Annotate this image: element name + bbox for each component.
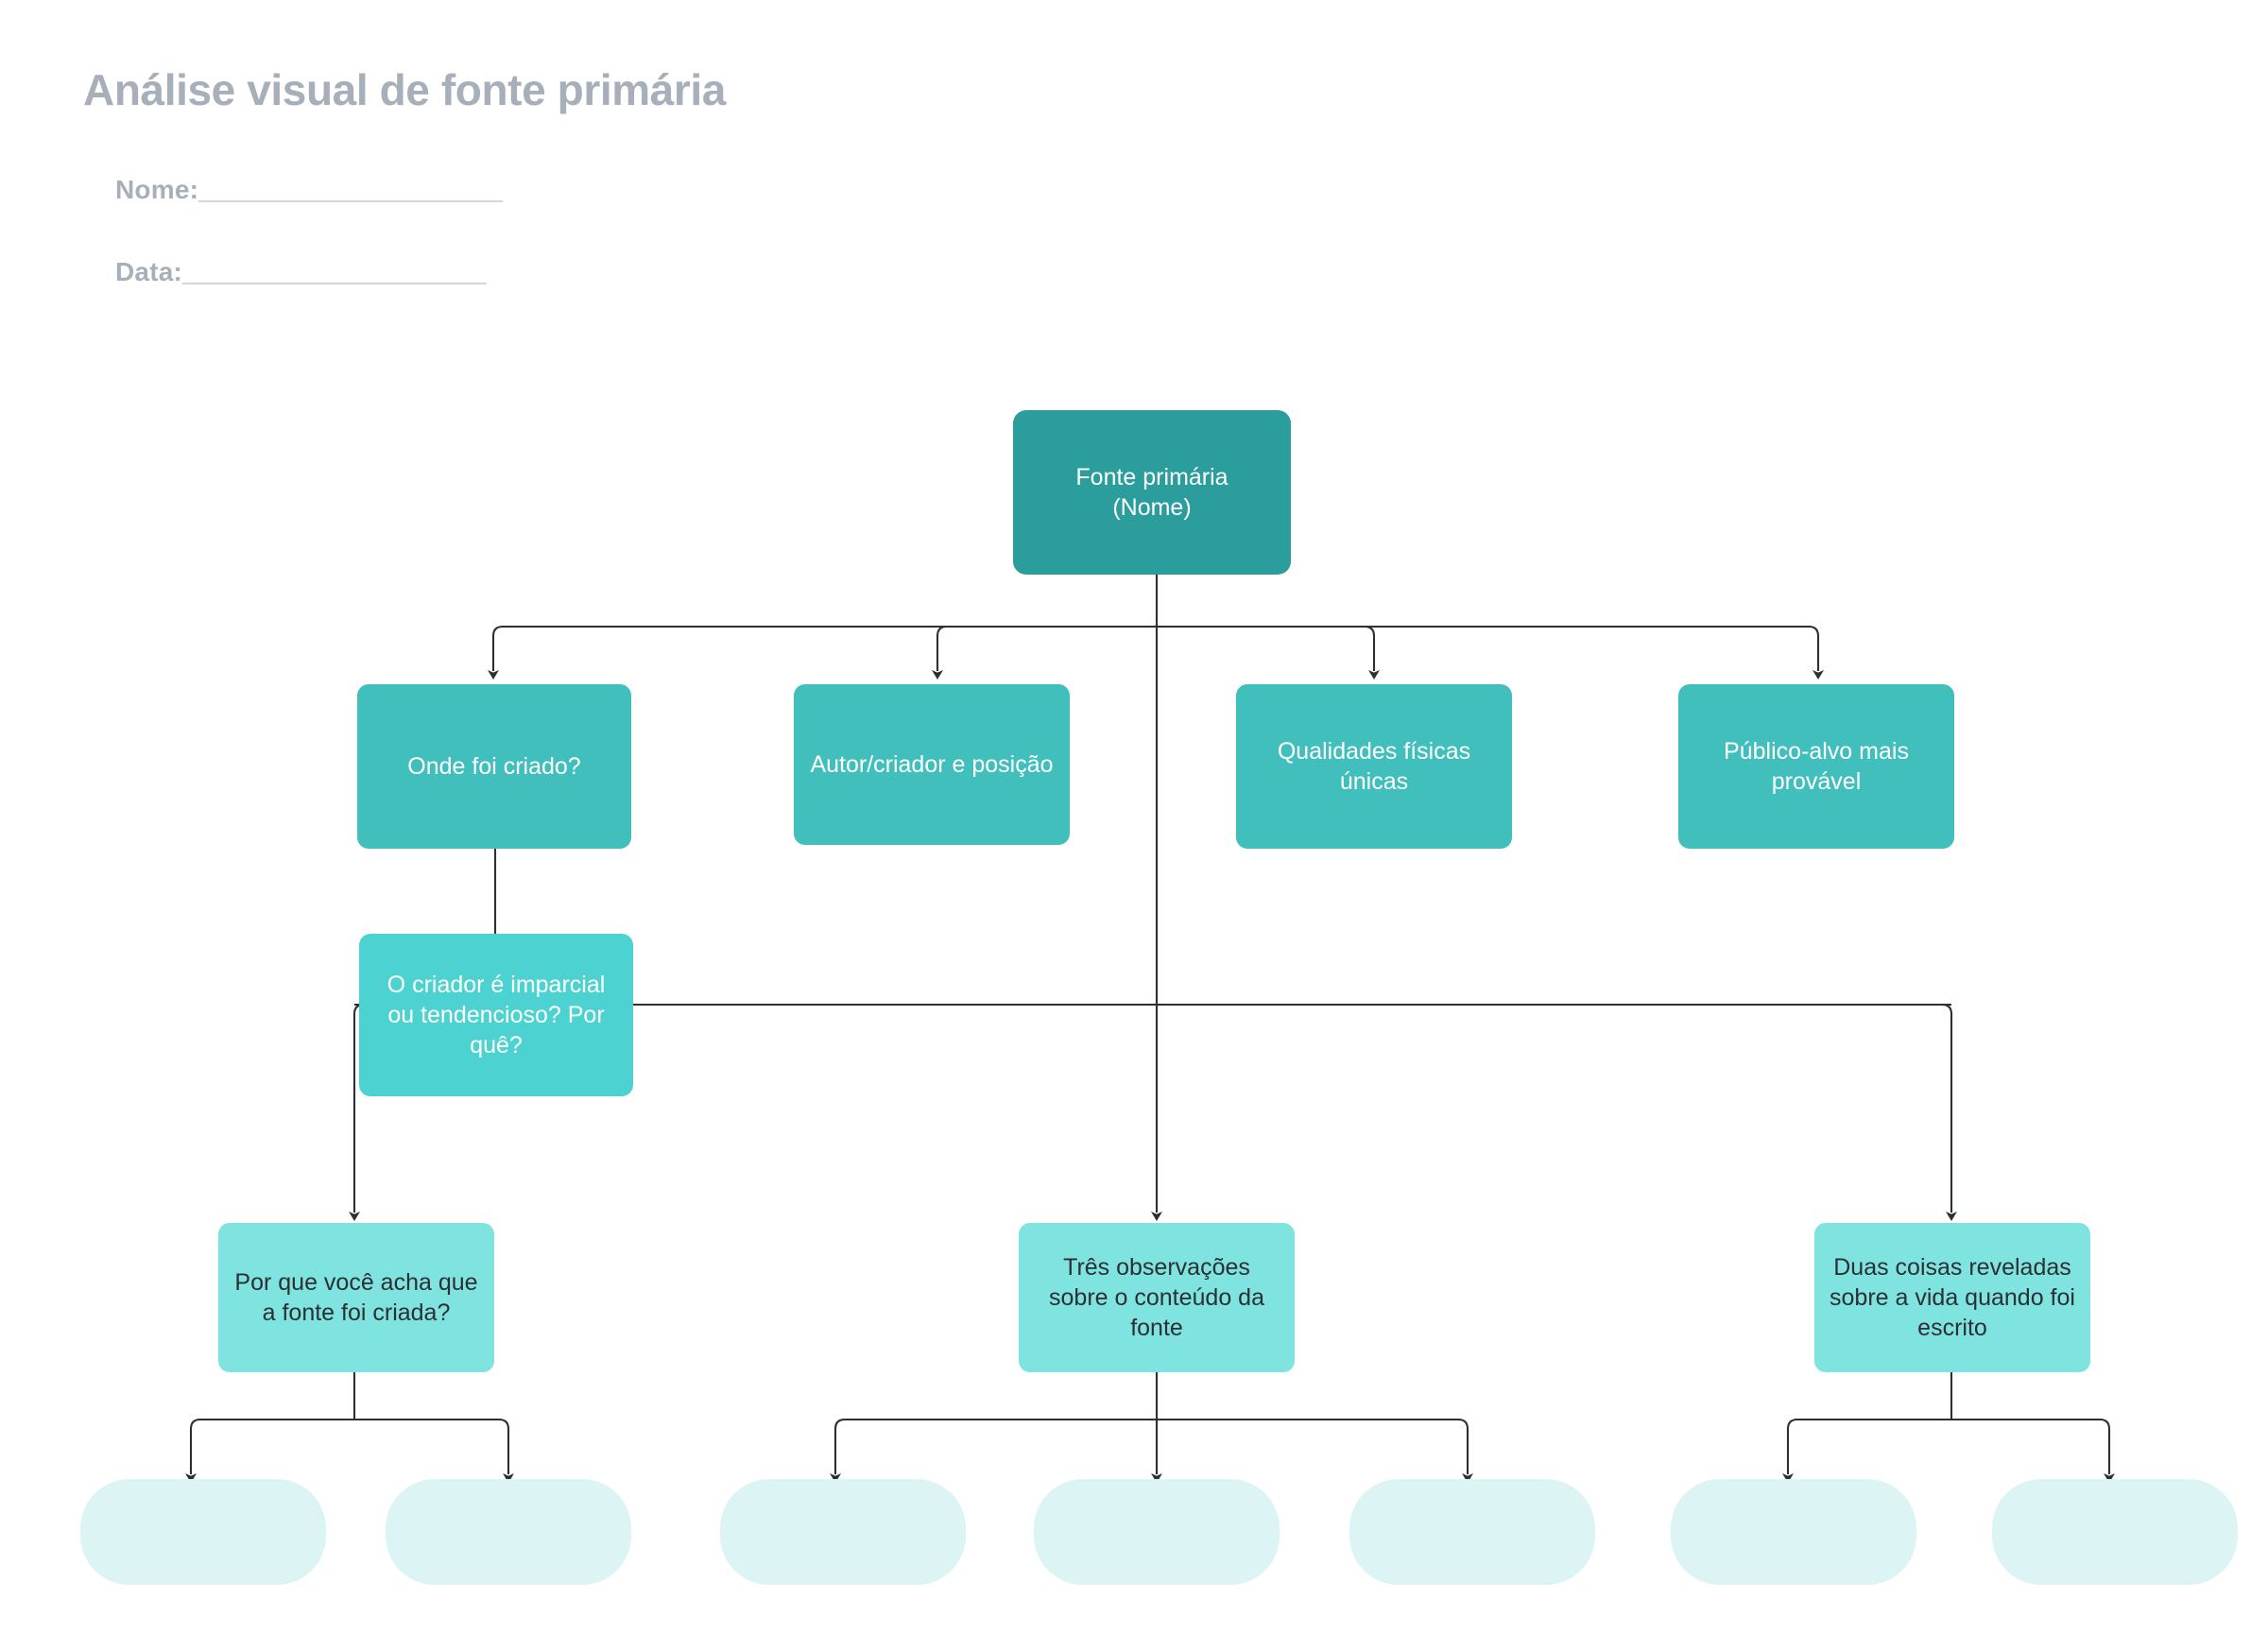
node-publico-alvo-label: Público-alvo mais provável <box>1724 738 1909 795</box>
node-qualidades-fisicas-label: Qualidades físicas únicas <box>1277 738 1471 795</box>
field-nome: Nome:______________________ <box>115 175 503 205</box>
node-blank-4[interactable] <box>1034 1479 1280 1585</box>
node-publico-alvo[interactable]: Público-alvo mais provável <box>1678 684 1954 849</box>
node-criador-imparcial[interactable]: O criador é imparcial ou tendencioso? Po… <box>359 934 633 1096</box>
node-onde-foi-criado[interactable]: Onde foi criado? <box>357 684 631 849</box>
node-criador-imparcial-label: O criador é imparcial ou tendencioso? Po… <box>387 972 606 1058</box>
node-blank-6[interactable] <box>1671 1479 1916 1585</box>
field-nome-rule[interactable]: ______________________ <box>198 175 503 204</box>
node-fonte-primaria-label: Fonte primária (Nome) <box>1075 464 1228 521</box>
field-data-label: Data: <box>115 257 183 286</box>
node-blank-2[interactable] <box>386 1479 631 1585</box>
node-blank-1[interactable] <box>80 1479 326 1585</box>
node-onde-foi-criado-label: Onde foi criado? <box>407 753 581 780</box>
node-tres-observacoes-label: Três observações sobre o conteúdo da fon… <box>1049 1254 1264 1341</box>
field-nome-label: Nome: <box>115 175 199 204</box>
node-blank-7[interactable] <box>1992 1479 2238 1585</box>
node-qualidades-fisicas[interactable]: Qualidades físicas únicas <box>1236 684 1512 849</box>
node-autor-criador-label: Autor/criador e posição <box>810 751 1054 778</box>
node-blank-3[interactable] <box>720 1479 966 1585</box>
node-blank-5[interactable] <box>1349 1479 1595 1585</box>
field-data-rule[interactable]: ______________________ <box>182 257 487 286</box>
field-data: Data:______________________ <box>115 257 487 287</box>
node-porque-criada-label: Por que você acha que a fonte foi criada… <box>234 1269 478 1326</box>
node-tres-observacoes[interactable]: Três observações sobre o conteúdo da fon… <box>1019 1223 1295 1372</box>
node-fonte-primaria[interactable]: Fonte primária (Nome) <box>1013 410 1291 575</box>
node-autor-criador[interactable]: Autor/criador e posição <box>794 684 1070 845</box>
node-duas-coisas-label: Duas coisas reveladas sobre a vida quand… <box>1830 1254 2075 1341</box>
page-title: Análise visual de fonte primária <box>83 65 726 114</box>
node-porque-criada[interactable]: Por que você acha que a fonte foi criada… <box>218 1223 494 1372</box>
node-duas-coisas[interactable]: Duas coisas reveladas sobre a vida quand… <box>1814 1223 2090 1372</box>
